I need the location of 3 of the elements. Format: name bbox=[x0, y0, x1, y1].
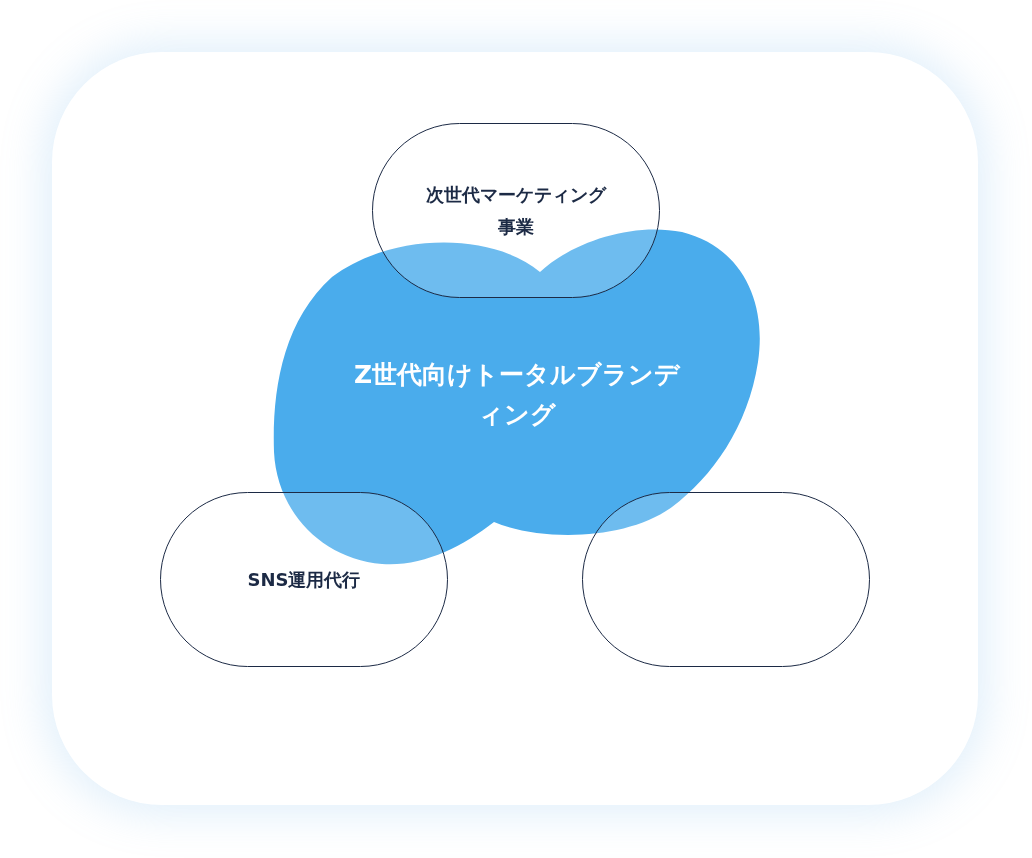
oval-label: SNS運用代行 bbox=[246, 567, 362, 592]
center-label: Z世代向けトータルブランディング bbox=[352, 358, 682, 431]
oval-label: 次世代マーケティング事業 bbox=[425, 183, 608, 239]
